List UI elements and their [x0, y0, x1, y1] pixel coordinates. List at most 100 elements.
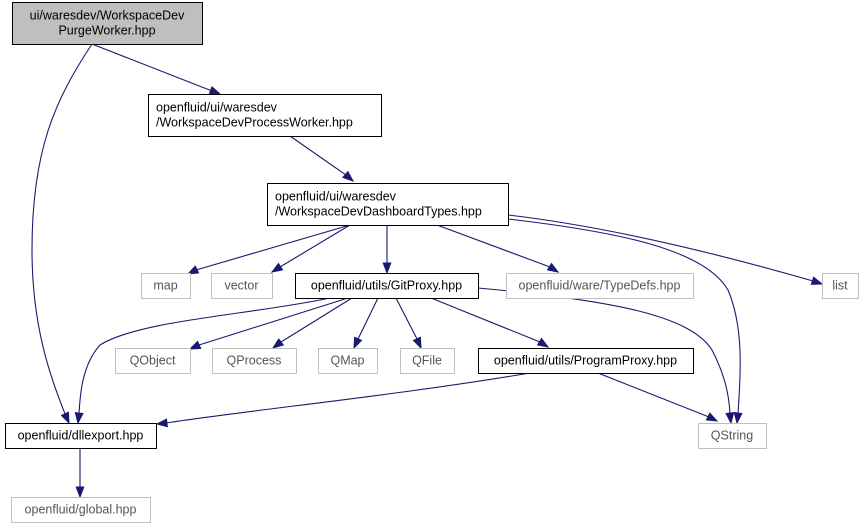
- node-label-line: QString: [711, 429, 753, 443]
- edge-line: [507, 218, 741, 424]
- node-box: [212, 348, 297, 374]
- node-typedefs: openfluid/ware/TypeDefs.hpp: [506, 273, 694, 299]
- arrowhead: [155, 418, 168, 428]
- node-label-line: openfluid/global.hpp: [25, 503, 137, 517]
- node-map: map: [141, 273, 191, 299]
- node-box: [698, 423, 767, 449]
- node-box: [211, 273, 273, 299]
- node-label-line: map: [153, 279, 177, 293]
- edge-line: [436, 224, 559, 273]
- arrowhead: [271, 338, 285, 349]
- edge-line: [31, 43, 93, 424]
- node-box: [12, 2, 203, 45]
- arrowhead: [270, 262, 284, 273]
- edge-line: [597, 372, 718, 422]
- node-label-line: openfluid/ware/TypeDefs.hpp: [519, 279, 681, 293]
- arrowhead: [208, 86, 222, 95]
- node-box: [318, 348, 378, 374]
- node-process[interactable]: openfluid/ui/waresdev/WorkspaceDevProces…: [148, 94, 382, 137]
- edge-dashboard-to-qstring: [507, 218, 743, 425]
- arrowhead: [733, 412, 743, 425]
- node-box: [11, 497, 151, 523]
- arrowhead: [810, 276, 824, 285]
- edge-programproxy-to-qstring: [597, 372, 719, 422]
- node-box: [478, 348, 694, 374]
- edge-line: [77, 297, 331, 424]
- node-label-line: /WorkspaceDevDashboardTypes.hpp: [275, 205, 482, 219]
- node-box: [822, 273, 859, 299]
- node-box: [267, 183, 509, 226]
- edge-dllexport-to-global: [75, 448, 85, 499]
- node-label-line: QProcess: [227, 354, 282, 368]
- node-dllexport[interactable]: openfluid/dllexport.hpp: [5, 423, 157, 449]
- edge-gitproxy-to-qfile: [395, 297, 422, 350]
- edge-gitproxy-to-dllexport: [74, 297, 331, 425]
- node-gitproxy[interactable]: openfluid/utils/GitProxy.hpp: [295, 273, 479, 299]
- edge-gitproxy-to-programproxy: [430, 297, 550, 348]
- edge-line: [507, 214, 823, 285]
- node-qprocess: QProcess: [212, 348, 297, 374]
- edge-purge-to-dllexport: [31, 43, 93, 425]
- arrowhead: [342, 170, 355, 182]
- node-label-line: /WorkspaceDevProcessWorker.hpp: [156, 116, 353, 130]
- node-box: [148, 94, 382, 137]
- node-global: openfluid/global.hpp: [11, 497, 151, 523]
- node-qfile: QFile: [400, 348, 455, 374]
- edge-line: [187, 224, 351, 275]
- node-box: [506, 273, 694, 299]
- node-label-line: ui/waresdev/WorkspaceDev: [30, 9, 185, 23]
- arrowhead: [382, 262, 392, 275]
- node-vector: vector: [211, 273, 273, 299]
- arrowhead: [725, 412, 735, 425]
- arrowhead: [353, 336, 363, 350]
- edge-dashboard-to-list: [507, 214, 824, 285]
- edge-line: [271, 224, 351, 273]
- node-label-line: QObject: [130, 354, 176, 368]
- node-dashboard[interactable]: openfluid/ui/waresdev/WorkspaceDevDashbo…: [267, 183, 509, 226]
- edge-gitproxy-to-qmap: [353, 297, 379, 350]
- node-label-line: openfluid/utils/GitProxy.hpp: [311, 279, 462, 293]
- edge-gitproxy-to-qobject: [188, 297, 349, 350]
- node-label-line: openfluid/ui/waresdev: [275, 190, 397, 204]
- node-box: [141, 273, 191, 299]
- edge-gitproxy-to-qprocess: [271, 297, 353, 349]
- node-programproxy[interactable]: openfluid/utils/ProgramProxy.hpp: [478, 348, 694, 374]
- edge-line: [91, 43, 221, 95]
- arrowhead: [705, 412, 719, 422]
- arrowhead: [412, 336, 422, 350]
- node-label-line: openfluid/utils/ProgramProxy.hpp: [494, 354, 677, 368]
- node-box: [295, 273, 479, 299]
- node-label-line: QMap: [330, 354, 364, 368]
- edge-dashboard-to-gitproxy: [382, 225, 392, 275]
- node-label-line: openfluid/dllexport.hpp: [18, 429, 144, 443]
- node-box: [400, 348, 455, 374]
- arrowhead: [74, 412, 84, 425]
- arrowhead: [60, 411, 70, 425]
- edge-line: [189, 297, 349, 350]
- edge-dashboard-to-map: [186, 224, 351, 275]
- edge-line: [156, 372, 531, 425]
- node-qobject: QObject: [115, 348, 191, 374]
- node-label-line: openfluid/ui/waresdev: [156, 101, 278, 115]
- node-label-line: list: [832, 279, 848, 293]
- arrowhead: [186, 265, 200, 275]
- edge-process-to-dashboard: [289, 135, 355, 182]
- node-label-line: vector: [224, 279, 258, 293]
- edge-line: [430, 297, 549, 348]
- arrowhead: [546, 262, 560, 273]
- node-qstring: QString: [698, 423, 767, 449]
- arrowhead: [536, 337, 550, 348]
- edge-dashboard-to-typedefs: [436, 224, 560, 273]
- arrowhead: [75, 486, 85, 499]
- node-label-line: PurgeWorker.hpp: [58, 24, 155, 38]
- arrowhead: [188, 340, 202, 350]
- edge-programproxy-to-dllexport: [155, 372, 531, 428]
- edges-layer: [31, 43, 824, 499]
- node-box: [5, 423, 157, 449]
- node-label-line: QFile: [412, 354, 442, 368]
- edge-line: [289, 135, 354, 182]
- edge-purge-to-process: [91, 43, 222, 95]
- edge-dashboard-to-vector: [270, 224, 351, 273]
